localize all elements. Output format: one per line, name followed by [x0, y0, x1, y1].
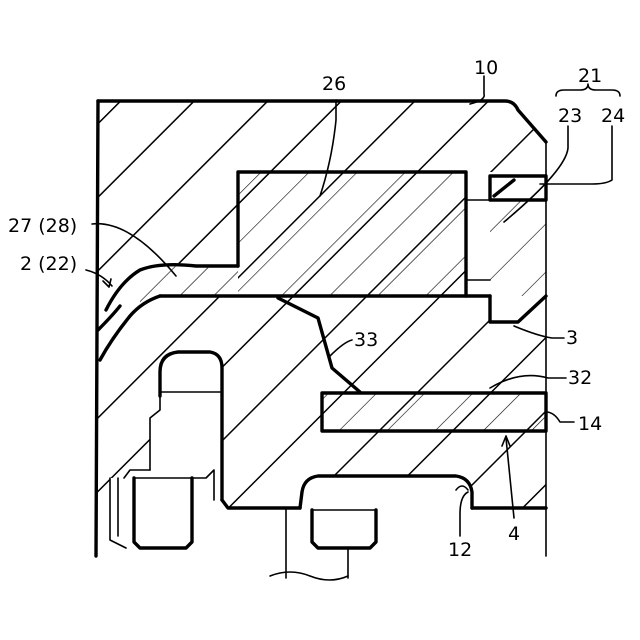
- cover-26: [238, 172, 466, 296]
- label-14: 14: [578, 413, 602, 435]
- label-33: 33: [354, 329, 378, 351]
- part-23: [490, 200, 546, 296]
- label-27-28: 27 (28): [8, 215, 77, 237]
- label-4: 4: [508, 523, 520, 545]
- label-21: 21: [578, 65, 602, 87]
- label-23: 23: [558, 105, 582, 127]
- label-10: 10: [474, 57, 498, 79]
- label-2-22: 2 (22): [20, 253, 77, 275]
- plate-14: [322, 393, 546, 431]
- label-32: 32: [568, 367, 592, 389]
- label-12: 12: [448, 539, 472, 561]
- label-26: 26: [322, 73, 346, 95]
- label-24: 24: [601, 105, 625, 127]
- label-3: 3: [566, 327, 578, 349]
